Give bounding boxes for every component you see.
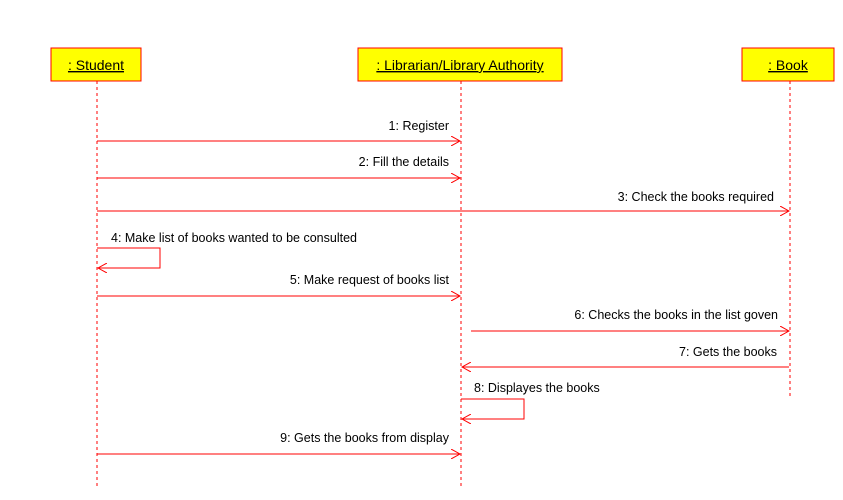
message-7-label: 7: Gets the books: [679, 345, 777, 359]
message-2: 2: Fill the details: [97, 155, 460, 178]
lifeline-student-box: : Student: [50, 47, 142, 82]
message-8-label: 8: Displayes the books: [474, 381, 600, 395]
lifeline-student: : Student: [50, 47, 142, 487]
message-2-label: 2: Fill the details: [359, 155, 449, 169]
message-1-label: 1: Register: [389, 119, 449, 133]
message-7: 7: Gets the books: [462, 345, 789, 367]
lifeline-book: : Book: [741, 47, 835, 398]
lifeline-librarian-label: : Librarian/Library Authority: [376, 57, 543, 73]
lifeline-student-label: : Student: [68, 57, 124, 73]
message-4-arrow: [97, 247, 161, 268]
message-3-label: 3: Check the books required: [618, 190, 774, 204]
message-6-label: 6: Checks the books in the list goven: [574, 308, 778, 322]
message-4: 4: Make list of books wanted to be consu…: [97, 231, 357, 268]
lifeline-librarian: : Librarian/Library Authority: [357, 47, 563, 487]
message-1: 1: Register: [97, 119, 460, 141]
message-9-label: 9: Gets the books from display: [280, 431, 450, 445]
message-9: 9: Gets the books from display: [97, 431, 460, 454]
message-5: 5: Make request of books list: [97, 273, 460, 296]
message-4-label: 4: Make list of books wanted to be consu…: [111, 231, 357, 245]
message-6: 6: Checks the books in the list goven: [471, 308, 789, 331]
message-3: 3: Check the books required: [97, 190, 789, 211]
lifeline-book-label: : Book: [768, 57, 809, 73]
message-5-label: 5: Make request of books list: [290, 273, 450, 287]
lifeline-book-box: : Book: [741, 47, 835, 82]
message-8: 8: Displayes the books: [461, 381, 600, 419]
message-8-arrow: [461, 398, 525, 419]
lifeline-librarian-box: : Librarian/Library Authority: [357, 47, 563, 82]
